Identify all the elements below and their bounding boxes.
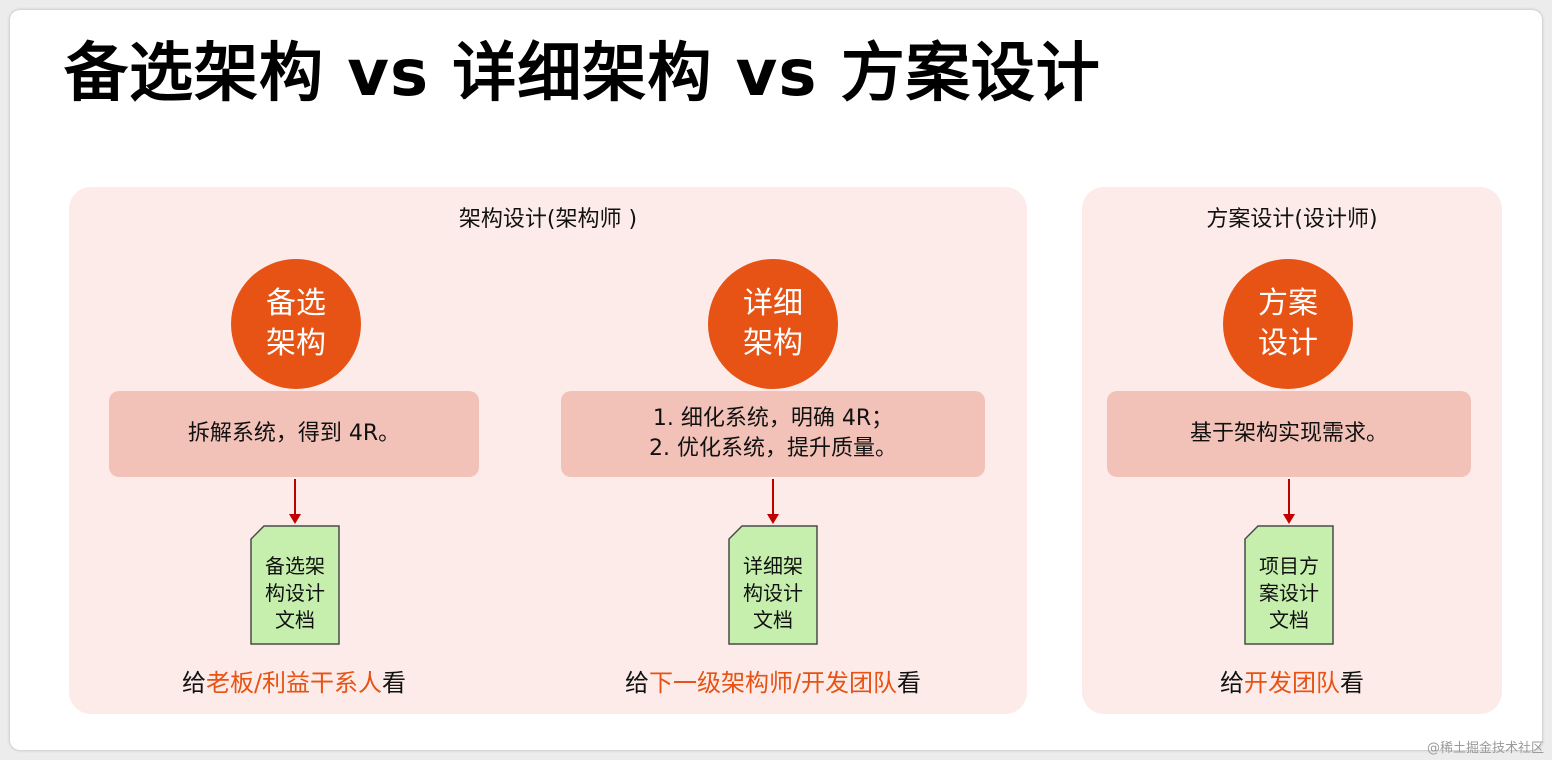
circle-line: 设计 bbox=[1258, 326, 1318, 361]
candidate-architecture-document: 备选架 构设计 文档 bbox=[250, 525, 340, 645]
document-line: 项目方 bbox=[1259, 554, 1319, 578]
plan-design-audience: 给开发团队看 bbox=[1142, 663, 1442, 698]
arrow-down-icon bbox=[1283, 479, 1295, 524]
description-line: 基于架构实现需求。 bbox=[1189, 421, 1388, 446]
detailed-architecture-document: 详细架 构设计 文档 bbox=[728, 525, 818, 645]
document-line: 文档 bbox=[753, 608, 793, 632]
page-title: 备选架构 vs 详细架构 vs 方案设计 bbox=[64, 37, 1101, 111]
circle-line: 备选 bbox=[266, 286, 326, 321]
audience-prefix: 给 bbox=[624, 669, 649, 697]
circle-line: 架构 bbox=[743, 326, 803, 361]
audience-suffix: 看 bbox=[897, 669, 922, 697]
plan-design-panel: 方案设计(设计师) 方案 设计 基于架构实现需求。 项目方 案设计 文档 给开发… bbox=[1082, 187, 1502, 714]
detailed-architecture-circle: 详细 架构 bbox=[708, 259, 838, 389]
audience-suffix: 看 bbox=[1340, 669, 1364, 697]
plan-design-description: 基于架构实现需求。 bbox=[1107, 391, 1471, 477]
document-line: 案设计 bbox=[1259, 581, 1319, 605]
candidate-architecture-audience: 给老板/利益干系人看 bbox=[129, 663, 459, 698]
arrow-down-icon bbox=[289, 479, 301, 524]
document-line: 构设计 bbox=[265, 581, 325, 605]
plan-panel-title: 方案设计(设计师) bbox=[1206, 207, 1378, 232]
detailed-architecture-description: 1. 细化系统，明确 4R； 2. 优化系统，提升质量。 bbox=[561, 391, 985, 477]
architecture-design-panel: 架构设计(架构师 ) 备选 架构 拆解系统，得到 4R。 备选架 构设计 文档 … bbox=[69, 187, 1027, 714]
candidate-architecture-circle: 备选 架构 bbox=[231, 259, 361, 389]
description-line: 2. 优化系统，提升质量。 bbox=[649, 436, 897, 461]
audience-target: 老板/利益干系人 bbox=[205, 669, 383, 697]
document-icon bbox=[250, 525, 340, 645]
document-line: 详细架 bbox=[743, 554, 803, 578]
circle-line: 方案 bbox=[1258, 286, 1318, 321]
candidate-architecture-description: 拆解系统，得到 4R。 bbox=[109, 391, 479, 477]
document-line: 文档 bbox=[1269, 608, 1309, 632]
audience-prefix: 给 bbox=[1220, 669, 1244, 697]
detailed-architecture-audience: 给下一级架构师/开发团队看 bbox=[563, 663, 983, 698]
watermark: @稀土掘金技术社区 bbox=[1426, 741, 1544, 756]
document-line: 构设计 bbox=[743, 581, 803, 605]
audience-target: 下一级架构师/开发团队 bbox=[648, 669, 898, 697]
circle-line: 详细 bbox=[743, 286, 803, 321]
document-icon bbox=[1244, 525, 1334, 645]
audience-target: 开发团队 bbox=[1244, 669, 1340, 697]
description-line: 1. 细化系统，明确 4R； bbox=[652, 406, 894, 431]
document-icon bbox=[728, 525, 818, 645]
audience-suffix: 看 bbox=[382, 669, 407, 697]
arrow-down-icon bbox=[767, 479, 779, 524]
document-line: 文档 bbox=[275, 608, 315, 632]
description-line: 拆解系统，得到 4R。 bbox=[187, 421, 401, 446]
architecture-panel-title: 架构设计(架构师 ) bbox=[458, 207, 638, 232]
audience-prefix: 给 bbox=[181, 669, 206, 697]
document-line: 备选架 bbox=[265, 554, 325, 578]
circle-line: 架构 bbox=[266, 326, 326, 361]
plan-design-document: 项目方 案设计 文档 bbox=[1244, 525, 1334, 645]
plan-design-circle: 方案 设计 bbox=[1223, 259, 1353, 389]
